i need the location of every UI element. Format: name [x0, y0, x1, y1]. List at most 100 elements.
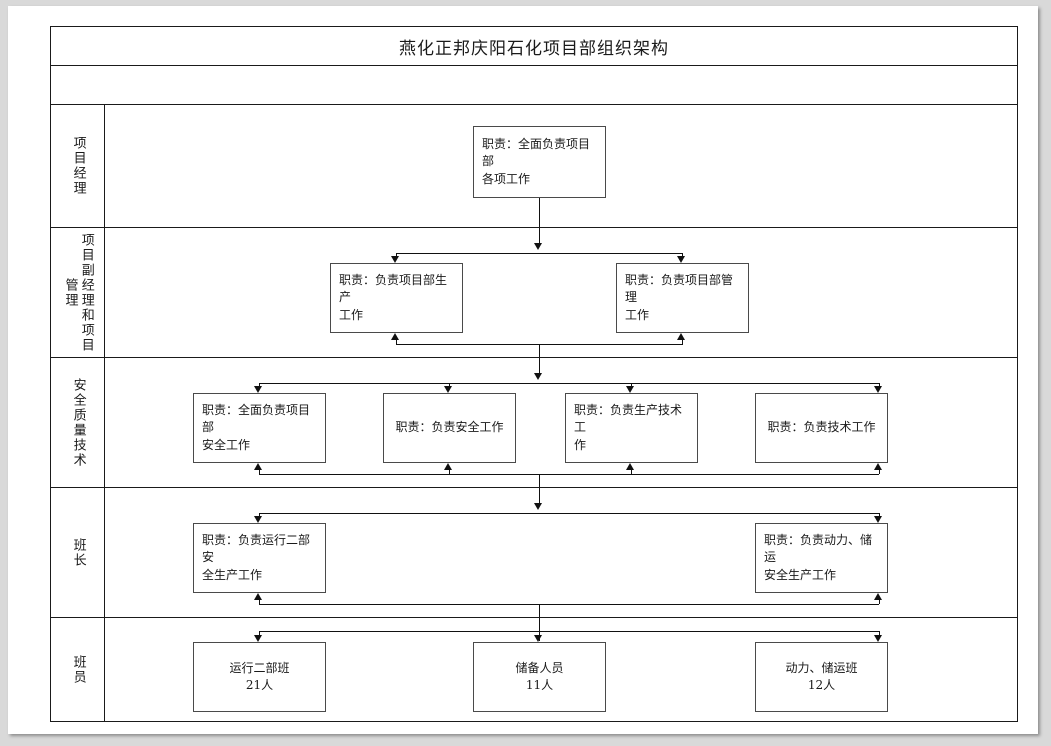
connector-merge-bus	[259, 474, 879, 475]
connector-split-bus	[259, 383, 879, 384]
connector-split-bus	[396, 253, 683, 254]
band-label-text: 项目经理	[70, 135, 86, 196]
band-label-text: 项目副经理和项目管理	[62, 232, 94, 353]
band-canvas-project-manager: 职责：全面负责项目部各项工作	[104, 104, 1017, 227]
node-text: 职责：全面负责项目部各项工作	[482, 136, 591, 186]
node-text: 职责：负责生产技术工作	[574, 402, 683, 452]
band-label-text: 班员	[70, 654, 86, 685]
node-text: 职责：负责技术工作	[767, 420, 876, 435]
connector-merge-right	[879, 598, 880, 604]
band-deputy-manager: 项目副经理和项目管理 职责：负责项目部生产工作 职责：负责项目部管理工作	[51, 227, 1017, 358]
band-canvas-safety-quality-tech: 职责：全面负责项目部安全工作 职责：负责安全工作 职责：负责生产技术工作 职责：…	[104, 358, 1017, 488]
connector-split-right	[682, 253, 683, 258]
connector-arrow-left	[391, 256, 399, 263]
band-label-safety-quality-tech: 安全质量技术	[51, 358, 104, 487]
connector-out-stem	[539, 474, 540, 488]
chart-title-row: 燕化正邦庆阳石化项目部组织架构	[51, 27, 1017, 65]
band-canvas-deputy-manager: 职责：负责项目部生产工作 职责：负责项目部管理工作	[104, 228, 1017, 358]
sqt-overall-safety-duty[interactable]: 职责：全面负责项目部安全工作	[193, 393, 326, 463]
node-text: 职责：负责运行二部安全生产工作	[202, 532, 311, 582]
spacer-divider	[51, 104, 1017, 105]
connector-in-arrow	[534, 503, 542, 510]
connector-in-stem	[539, 618, 540, 636]
connector-out-stem	[539, 344, 540, 358]
connector-up-arrow-4	[874, 463, 882, 470]
connector-split-bus	[259, 513, 879, 514]
band-canvas-shift-leader: 职责：负责运行二部安全生产工作 职责：负责动力、储运安全生产工作	[104, 488, 1017, 618]
connector-in-stem	[539, 358, 540, 376]
band-label-deputy-manager: 项目副经理和项目管理	[51, 228, 104, 357]
label-column-divider	[104, 104, 105, 721]
node-text: 职责：负责动力、储运安全生产工作	[764, 532, 873, 582]
connector-up-arrow-right	[677, 333, 685, 340]
band-project-manager: 项目经理 职责：全面负责项目部各项工作	[51, 104, 1017, 227]
connector-arrow-3	[626, 386, 634, 393]
band-label-shift-leader: 班长	[51, 488, 104, 617]
connector-in-stem	[539, 488, 540, 506]
connector-arrow-center	[534, 635, 542, 642]
connector-split-left	[259, 513, 260, 518]
band-label-text: 班长	[70, 537, 86, 568]
band-shift-leader: 班长 职责：负责运行二部安全生产工作 职责：负责动力、储运安全生产工作	[51, 487, 1017, 618]
connector-arrow-left	[254, 516, 262, 523]
connector-split-left	[396, 253, 397, 258]
page-sheet: 燕化正邦庆阳石化项目部组织架构 项目经理 职责：全面负责项目部各项工作	[8, 6, 1038, 734]
connector-up-arrow-3	[626, 463, 634, 470]
sqt-production-tech-duty[interactable]: 职责：负责生产技术工作	[565, 393, 698, 463]
node-text: 职责：负责项目部生产工作	[339, 272, 448, 322]
connector-merge-right	[682, 338, 683, 344]
band-safety-quality-tech: 安全质量技术 职责：全面负责项目部安全工作	[51, 357, 1017, 488]
shift-leader-power-storage-duty[interactable]: 职责：负责动力、储运安全生产工作	[755, 523, 888, 593]
sqt-tech-duty[interactable]: 职责：负责技术工作	[755, 393, 888, 463]
connector-in-arrow	[534, 373, 542, 380]
connector-split-right	[879, 631, 880, 636]
deputy-production-duty[interactable]: 职责：负责项目部生产工作	[330, 263, 463, 333]
connector-arrow-2	[444, 386, 452, 393]
connector-arrow-right	[874, 516, 882, 523]
connector-merge-3	[631, 468, 632, 474]
connector-arrow-right	[874, 635, 882, 642]
connector-merge-4	[879, 468, 880, 474]
connector-merge-2	[449, 468, 450, 474]
connector-split-right	[879, 513, 880, 518]
connector-up-arrow-left	[254, 593, 262, 600]
band-label-text: 安全质量技术	[70, 377, 86, 468]
connector-split-4	[879, 383, 880, 388]
connector-arrow-left	[254, 635, 262, 642]
node-text: 职责：负责安全工作	[395, 420, 504, 435]
connector-arrow-right	[677, 256, 685, 263]
project-manager-duty[interactable]: 职责：全面负责项目部各项工作	[473, 126, 606, 198]
connector-split-left	[259, 631, 260, 636]
org-body-grid: 项目经理 职责：全面负责项目部各项工作 项目副经理和项目管理	[51, 104, 1017, 721]
org-chart-table: 燕化正邦庆阳石化项目部组织架构 项目经理 职责：全面负责项目部各项工作	[50, 26, 1018, 722]
connector-split-2	[449, 383, 450, 388]
connector-in-arrow	[534, 243, 542, 250]
connector-up-arrow-1	[254, 463, 262, 470]
title-divider	[51, 65, 1017, 66]
connector-up-arrow-2	[444, 463, 452, 470]
connector-merge-bus	[259, 604, 879, 605]
connector-merge-left	[259, 598, 260, 604]
connector-out-stem	[539, 604, 540, 618]
shift-leader-ops2-duty[interactable]: 职责：负责运行二部安全生产工作	[193, 523, 326, 593]
connector-up-arrow-left	[391, 333, 399, 340]
node-text: 职责：负责项目部管理工作	[625, 272, 734, 322]
connector-split-bus	[259, 631, 879, 632]
page-title: 燕化正邦庆阳石化项目部组织架构	[399, 38, 669, 59]
connector-split-3	[631, 383, 632, 388]
connector-arrow-4	[874, 386, 882, 393]
connector-pm-stem	[539, 198, 540, 227]
spacer-row	[51, 65, 1017, 104]
connector-arrow-1	[254, 386, 262, 393]
sqt-safety-duty[interactable]: 职责：负责安全工作	[383, 393, 516, 463]
connector-merge-1	[259, 468, 260, 474]
deputy-management-duty[interactable]: 职责：负责项目部管理工作	[616, 263, 749, 333]
